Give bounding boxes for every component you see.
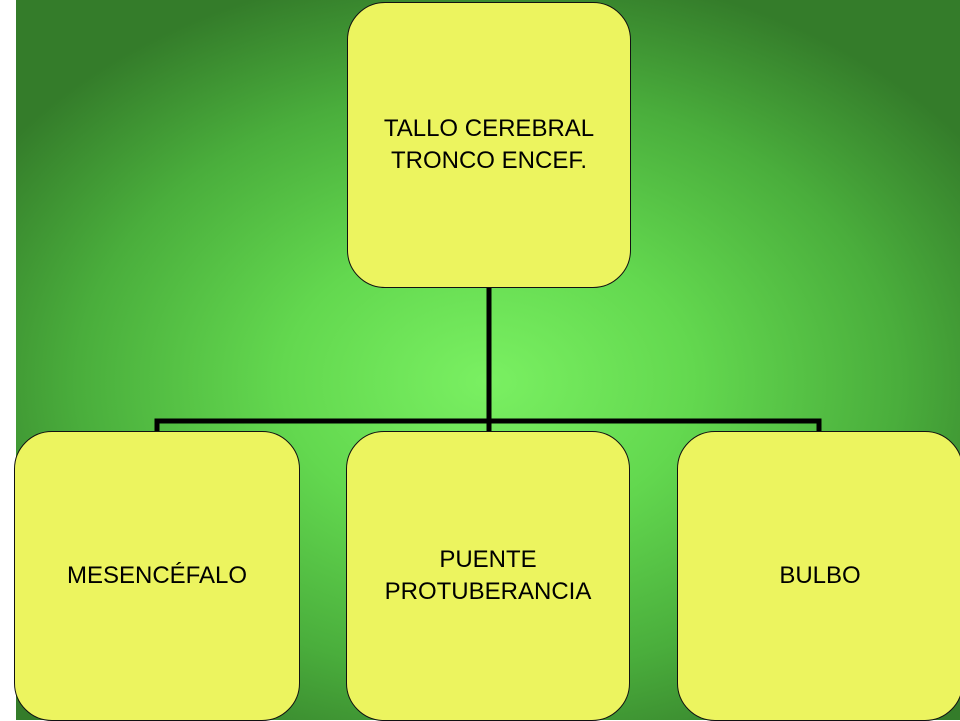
child-node-label: PUENTE PROTUBERANCIA bbox=[384, 545, 592, 605]
child-node-bulbo: BULBO bbox=[677, 431, 960, 721]
child-node-puente: PUENTE PROTUBERANCIA bbox=[346, 431, 630, 721]
child-node-label: BULBO bbox=[779, 561, 861, 589]
root-node-label: TALLO CEREBRAL TRONCO ENCEF. bbox=[383, 114, 595, 174]
child-node-label: MESENCÉFALO bbox=[66, 561, 248, 589]
root-node-tallo-cerebral: TALLO CEREBRAL TRONCO ENCEF. bbox=[347, 2, 631, 288]
child-node-mesencefalo: MESENCÉFALO bbox=[14, 431, 300, 721]
